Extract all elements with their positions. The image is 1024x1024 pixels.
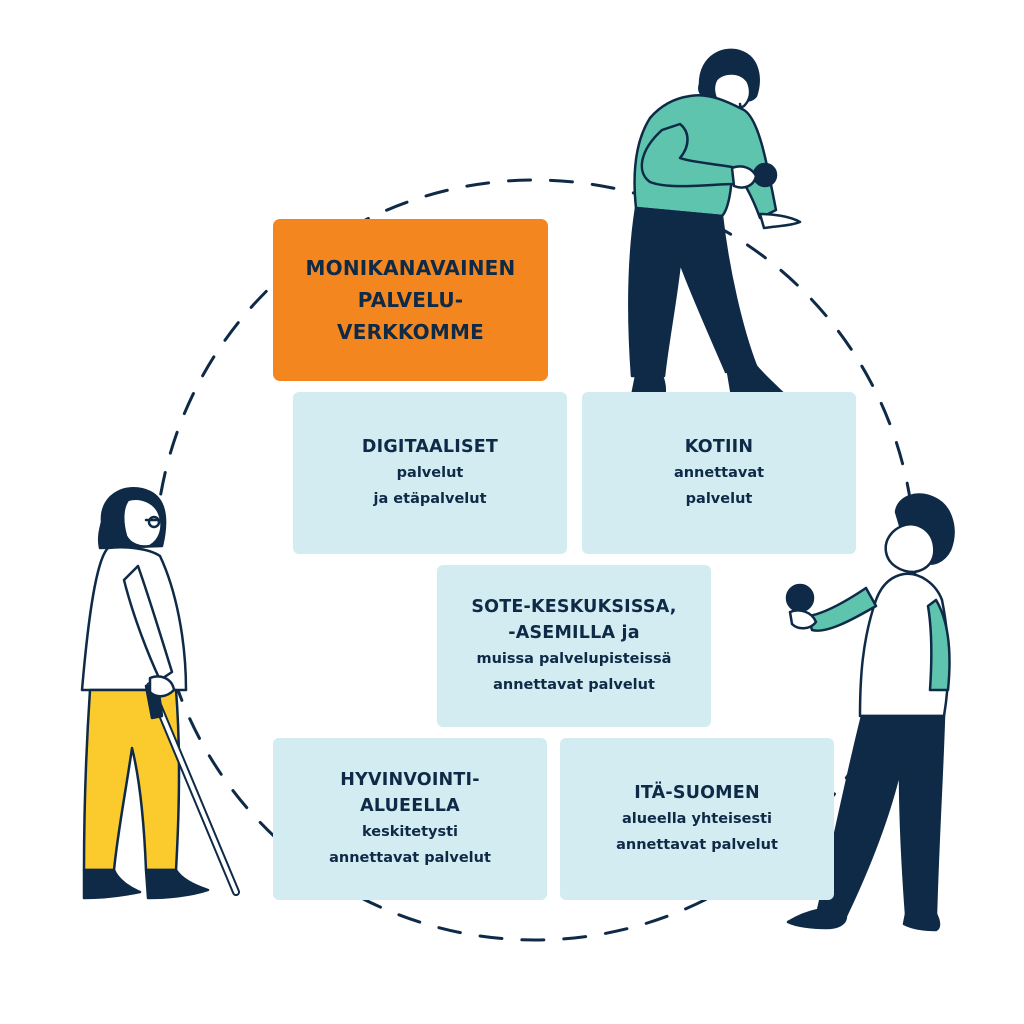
digital-heading: DIGITAALISET	[361, 437, 499, 457]
east-sub-1: alueella yhteisesti	[621, 811, 773, 827]
sote-sub-1: muissa palvelupisteissä	[476, 651, 672, 667]
title-box: MONIKANAVAINEN PALVELU- VERKKOMME	[273, 219, 548, 381]
title-line-1: MONIKANAVAINEN	[305, 256, 516, 280]
man-with-ball-figure-icon	[785, 493, 955, 932]
region-sub-2: annettavat palvelut	[329, 850, 491, 866]
region-heading-1: HYVINVOINTI-	[340, 770, 480, 790]
woman-with-ball-figure-icon	[628, 48, 802, 406]
sote-sub-2: annettavat palvelut	[493, 677, 655, 693]
home-sub-2: palvelut	[685, 491, 753, 507]
home-sub-1: annettavat	[673, 465, 765, 481]
digital-sub-1: palvelut	[396, 465, 464, 481]
east-sub-2: annettavat palvelut	[616, 837, 778, 853]
sote-services-box: SOTE-KESKUKSISSA, -ASEMILLA ja muissa pa…	[437, 565, 711, 727]
home-services-box: KOTIIN annettavat palvelut	[582, 392, 856, 554]
east-finland-services-box: ITÄ-SUOMEN alueella yhteisesti annettava…	[560, 738, 834, 900]
title-line-3: VERKKOMME	[337, 320, 484, 344]
person-with-white-cane-figure-icon	[80, 487, 240, 900]
region-sub-1: keskitetysti	[361, 824, 458, 840]
title-line-2: PALVELU-	[357, 288, 464, 312]
home-heading: KOTIIN	[684, 437, 754, 457]
digital-services-box: DIGITAALISET palvelut ja etäpalvelut	[293, 392, 567, 554]
east-heading: ITÄ-SUOMEN	[634, 783, 760, 803]
region-services-box: HYVINVOINTI- ALUEELLA keskitetysti annet…	[273, 738, 547, 900]
region-heading-2: ALUEELLA	[360, 796, 460, 816]
sote-heading-1: SOTE-KESKUKSISSA,	[471, 597, 677, 617]
sote-heading-2: -ASEMILLA ja	[508, 623, 640, 643]
digital-sub-2: ja etäpalvelut	[373, 491, 487, 507]
